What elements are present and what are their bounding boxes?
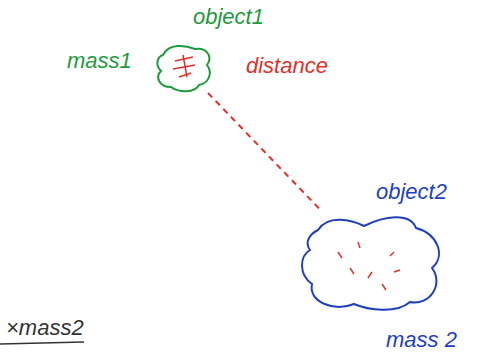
center-mark bbox=[179, 73, 191, 77]
center-mark bbox=[368, 272, 372, 278]
object-blob: object1mass1 bbox=[155, 43, 213, 93]
mass-label: mass1 bbox=[67, 49, 132, 73]
center-mark bbox=[350, 268, 354, 274]
blob-outline bbox=[155, 43, 213, 93]
center-mark bbox=[382, 284, 386, 290]
formula-text: ×mass2 bbox=[4, 316, 86, 340]
object-blob: object2mass 2 bbox=[298, 212, 443, 312]
distance-line bbox=[208, 93, 322, 212]
center-mark bbox=[338, 252, 342, 258]
center-mark bbox=[394, 270, 400, 272]
fraction-bar bbox=[0, 342, 84, 344]
blob-border bbox=[157, 46, 209, 91]
center-mark bbox=[358, 242, 360, 248]
edge-label: distance bbox=[244, 54, 330, 78]
center-mark bbox=[173, 65, 195, 69]
object-name: object2 bbox=[376, 180, 447, 204]
blob-border bbox=[302, 217, 439, 310]
center-mark bbox=[183, 55, 187, 77]
blob-outline bbox=[298, 212, 443, 312]
mass-label: mass 2 bbox=[386, 328, 457, 352]
object-name: object1 bbox=[193, 5, 264, 29]
center-mark bbox=[390, 252, 394, 256]
